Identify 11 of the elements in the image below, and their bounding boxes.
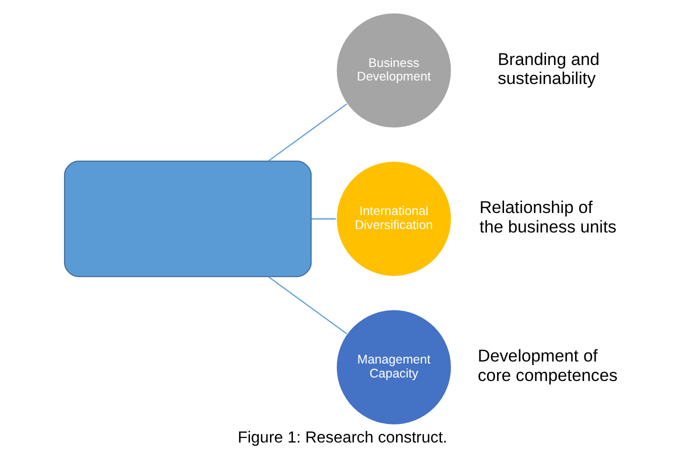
node-label: Development of core competences [477,346,618,385]
connector [268,103,347,162]
connector [310,218,336,220]
node-circle: Business Development [335,12,452,129]
node-label: Relationship of the business units [478,198,616,237]
caption: Figure 1: Research construct. [237,429,447,446]
node-label: Branding and susteinability [497,50,600,88]
node-circle: Management Capacity [335,309,452,426]
node-circle: International Diversification [335,160,452,278]
connector [268,276,347,334]
node-box [64,160,312,278]
